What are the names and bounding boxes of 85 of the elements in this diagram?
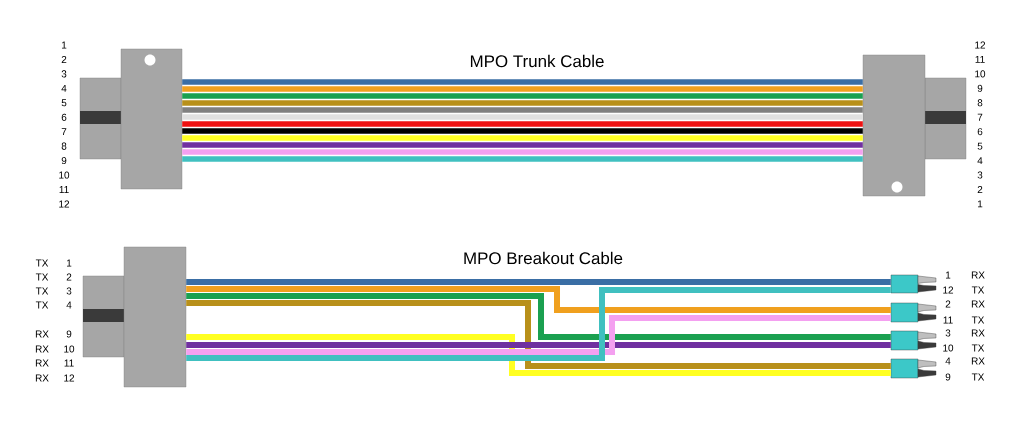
tx-rx-label: RX xyxy=(35,374,49,382)
mpo-connector xyxy=(862,54,967,197)
mpo-connector xyxy=(82,246,187,388)
tx-rx-label: TX xyxy=(971,344,985,352)
fiber-number: 12 xyxy=(59,200,70,208)
fiber-number: 12 xyxy=(943,286,954,294)
tx-rx-label: TX xyxy=(35,287,49,295)
mpo-connector xyxy=(79,48,183,190)
fiber-number: 11 xyxy=(64,359,74,367)
fiber-number: 1 xyxy=(62,41,67,49)
fiber-number: 1 xyxy=(946,271,951,279)
fiber-number: 6 xyxy=(977,128,983,136)
fiber-number: 5 xyxy=(977,142,983,150)
fiber-number: 9 xyxy=(945,373,951,381)
fiber xyxy=(182,79,863,85)
tx-rx-label: TX xyxy=(971,373,985,381)
fiber-number: 7 xyxy=(61,128,67,136)
tx-rx-label: TX xyxy=(35,301,49,309)
fiber-number: 10 xyxy=(975,70,986,78)
fiber xyxy=(182,135,863,141)
fiber-number: 11 xyxy=(943,316,953,324)
fiber-number: 2 xyxy=(61,55,67,63)
fiber-number: 7 xyxy=(977,113,983,121)
lc-connector xyxy=(890,274,937,294)
fiber-number: 8 xyxy=(61,142,67,150)
tx-rx-label: TX xyxy=(971,316,985,324)
fiber-number: 8 xyxy=(977,99,983,107)
tx-rx-label: RX xyxy=(35,330,49,338)
fiber-number: 11 xyxy=(59,186,69,193)
tx-rx-label: TX xyxy=(971,286,985,294)
fiber-number: 3 xyxy=(61,70,67,78)
fiber xyxy=(186,287,891,361)
fiber-number: 9 xyxy=(61,157,67,165)
fiber xyxy=(186,286,891,313)
fiber-number: 4 xyxy=(945,357,951,365)
fiber xyxy=(186,315,891,355)
fiber xyxy=(182,156,863,162)
fiber-number: 10 xyxy=(59,171,70,179)
tx-rx-label: RX xyxy=(35,345,49,353)
fiber-number: 9 xyxy=(977,84,983,92)
fiber xyxy=(182,86,863,92)
tx-rx-label: RX xyxy=(971,357,985,365)
fiber xyxy=(182,121,863,127)
fiber-number: 4 xyxy=(977,157,983,164)
lc-connector xyxy=(890,358,937,379)
fiber-number: 2 xyxy=(66,273,72,281)
fiber-number: 12 xyxy=(64,374,75,382)
fiber-number: 3 xyxy=(977,171,983,179)
fiber xyxy=(182,128,863,134)
fiber-number: 9 xyxy=(66,330,72,338)
cable-title: MPO Breakout Cable xyxy=(464,251,623,265)
fiber xyxy=(186,342,891,348)
tx-rx-label: TX xyxy=(35,273,49,281)
tx-rx-label: RX xyxy=(971,300,985,308)
fiber-number: 2 xyxy=(977,186,983,193)
fiber xyxy=(182,100,863,106)
fiber xyxy=(186,334,891,376)
fiber-number: 4 xyxy=(61,84,67,92)
fiber xyxy=(186,293,891,340)
fiber-number: 6 xyxy=(61,113,67,121)
fiber xyxy=(182,149,863,155)
fiber-number: 1 xyxy=(67,259,72,267)
fiber-number: 10 xyxy=(64,345,75,353)
fiber-number: 10 xyxy=(943,344,954,352)
fiber-number: 5 xyxy=(61,99,67,107)
fiber xyxy=(182,142,863,148)
tx-rx-label: RX xyxy=(971,271,985,279)
lc-connector xyxy=(890,302,937,323)
fiber xyxy=(182,93,863,99)
fiber-number: 11 xyxy=(975,56,985,63)
fiber-number: 2 xyxy=(945,300,951,308)
fiber xyxy=(186,300,891,369)
fiber-number: 3 xyxy=(66,287,72,295)
fiber-number: 12 xyxy=(975,41,986,49)
fiber xyxy=(186,279,891,285)
fiber-number: 1 xyxy=(978,200,983,208)
fiber xyxy=(182,107,863,113)
tx-rx-label: RX xyxy=(971,329,985,337)
tx-rx-label: TX xyxy=(35,259,49,267)
lc-connector xyxy=(890,330,937,351)
fiber-number: 3 xyxy=(945,329,951,337)
fiber-number: 4 xyxy=(66,301,72,309)
cable-title: MPO Trunk Cable xyxy=(470,54,604,68)
fiber xyxy=(182,114,863,120)
tx-rx-label: RX xyxy=(35,359,49,367)
